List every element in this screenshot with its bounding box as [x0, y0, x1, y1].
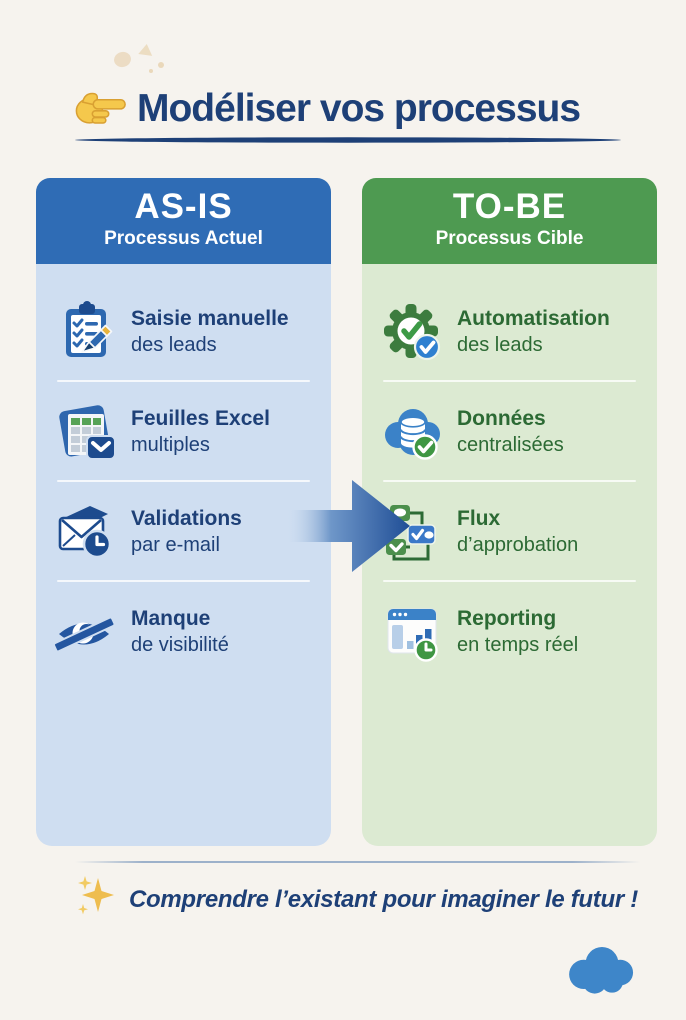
item-title: Feuilles Excel	[131, 407, 270, 430]
item-title: Flux	[457, 507, 501, 530]
item-subtitle: de visibilité	[131, 634, 229, 656]
panel-as-is: AS-IS Processus Actuel	[36, 178, 331, 846]
item-subtitle: des leads	[131, 334, 217, 356]
decor-circle	[112, 50, 133, 69]
title-underline	[73, 132, 623, 150]
item-title: Validations	[131, 507, 242, 530]
as-is-items: Saisie manuelle des leads	[36, 282, 331, 682]
list-item: Feuilles Excel multiples	[36, 382, 331, 482]
list-item: Données centralisées	[362, 382, 657, 482]
panel-to-be: TO-BE Processus Cible	[362, 178, 657, 846]
cloud-database-icon	[380, 400, 446, 464]
as-is-to-be-arrow-icon	[286, 468, 412, 589]
item-subtitle: centralisées	[457, 434, 564, 456]
item-subtitle: en temps réel	[457, 634, 579, 656]
report-clock-icon	[380, 600, 446, 664]
cloud-logo	[560, 936, 644, 1005]
page-title: Modéliser vos processus	[137, 86, 581, 130]
footer-divider	[75, 861, 640, 863]
item-title: Saisie manuelle	[131, 307, 289, 330]
email-clock-icon	[54, 500, 120, 564]
page-header: Modéliser vos processus	[74, 84, 581, 133]
pointing-hand-icon	[74, 84, 128, 133]
panel-to-be-subtitle: Processus Cible	[435, 228, 584, 249]
item-subtitle: des leads	[457, 334, 543, 356]
panel-to-be-header: TO-BE Processus Cible	[362, 178, 657, 264]
item-title: Données	[457, 407, 546, 430]
item-subtitle: multiples	[131, 434, 210, 456]
list-item: Saisie manuelle des leads	[36, 282, 331, 382]
panel-as-is-title: AS-IS	[134, 187, 233, 226]
eye-off-icon	[52, 600, 120, 664]
list-item: Reporting en temps réel	[362, 582, 657, 682]
sparkles-icon	[76, 874, 118, 925]
item-title: Manque	[131, 607, 211, 630]
approval-flow-icon	[380, 500, 446, 564]
item-title: Automatisation	[457, 307, 610, 330]
decor-dot	[149, 69, 153, 73]
panel-to-be-title: TO-BE	[452, 187, 567, 226]
gear-check-icon	[380, 300, 446, 364]
to-be-items: Automatisation des leads	[362, 282, 657, 682]
panel-as-is-header: AS-IS Processus Actuel	[36, 178, 331, 264]
list-item: Automatisation des leads	[362, 282, 657, 382]
item-title: Reporting	[457, 607, 557, 630]
excel-sheets-icon	[54, 400, 120, 464]
item-subtitle: d’approbation	[457, 534, 579, 556]
footer: Comprendre l’existant pour imaginer le f…	[76, 874, 638, 925]
item-subtitle: par e-mail	[131, 534, 220, 556]
panel-as-is-subtitle: Processus Actuel	[104, 228, 263, 249]
footer-tagline: Comprendre l’existant pour imaginer le f…	[129, 885, 638, 913]
list-item: Manque de visibilité	[36, 582, 331, 682]
clipboard-pencil-icon	[54, 300, 120, 364]
list-item: Validations par e-mail	[36, 482, 331, 582]
decor-triangle	[138, 43, 154, 56]
decor-dot	[158, 62, 164, 68]
list-item: Flux d’approbation	[362, 482, 657, 582]
